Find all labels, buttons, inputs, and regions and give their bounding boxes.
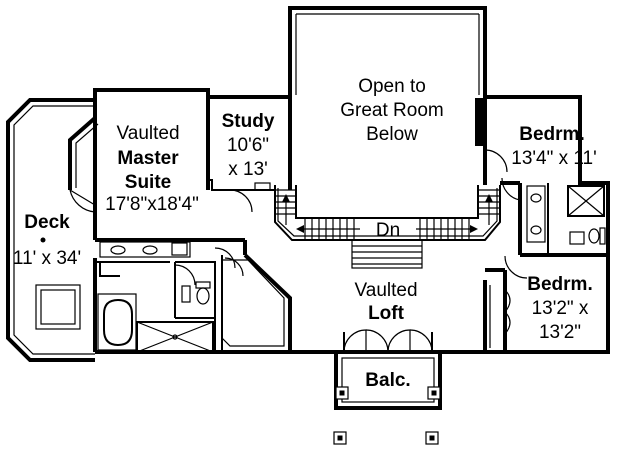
- walk-in-closet: [221, 253, 292, 352]
- loft-label: Loft: [368, 303, 405, 324]
- bedroom-2-dim-2: 13'2": [539, 322, 581, 343]
- stair-railing: [274, 185, 501, 269]
- bedroom-2-label: Bedrm.: [527, 274, 592, 295]
- stairs-down-label: Dn: [376, 220, 400, 241]
- study-dim-2: x 13': [228, 159, 268, 180]
- deck-label: Deck: [24, 212, 70, 233]
- great-room-label-2: Great Room: [340, 100, 443, 121]
- right-wing: [483, 177, 608, 352]
- master-name-2: Suite: [125, 172, 171, 193]
- bedroom-1-dims: 13'4" x 11': [511, 148, 596, 169]
- deck-dims: 11' x 34': [13, 248, 81, 269]
- deck-outline: [6, 98, 95, 362]
- porch-posts: [333, 431, 439, 445]
- balcony-label: Balc.: [365, 370, 410, 391]
- loft-prefix: Vaulted: [354, 280, 417, 301]
- great-room-label-3: Below: [366, 124, 418, 145]
- master-dims: 17'8"x18'4": [105, 194, 199, 215]
- deck-hot-tub: [35, 237, 81, 330]
- bedroom-1-label: Bedrm.: [519, 124, 584, 145]
- great-room-label-1: Open to: [358, 76, 426, 97]
- bedroom-2-dim-1: 13'2" x: [532, 298, 589, 319]
- master-prefix: Vaulted: [116, 123, 179, 144]
- study-label: Study: [222, 111, 275, 132]
- master-bath: [95, 238, 247, 353]
- study-dim-1: 10'6": [227, 135, 269, 156]
- great-room-side-walls: [288, 95, 508, 185]
- master-name-1: Master: [117, 148, 179, 169]
- balcony: [334, 329, 442, 410]
- master-bay-window: [68, 116, 99, 213]
